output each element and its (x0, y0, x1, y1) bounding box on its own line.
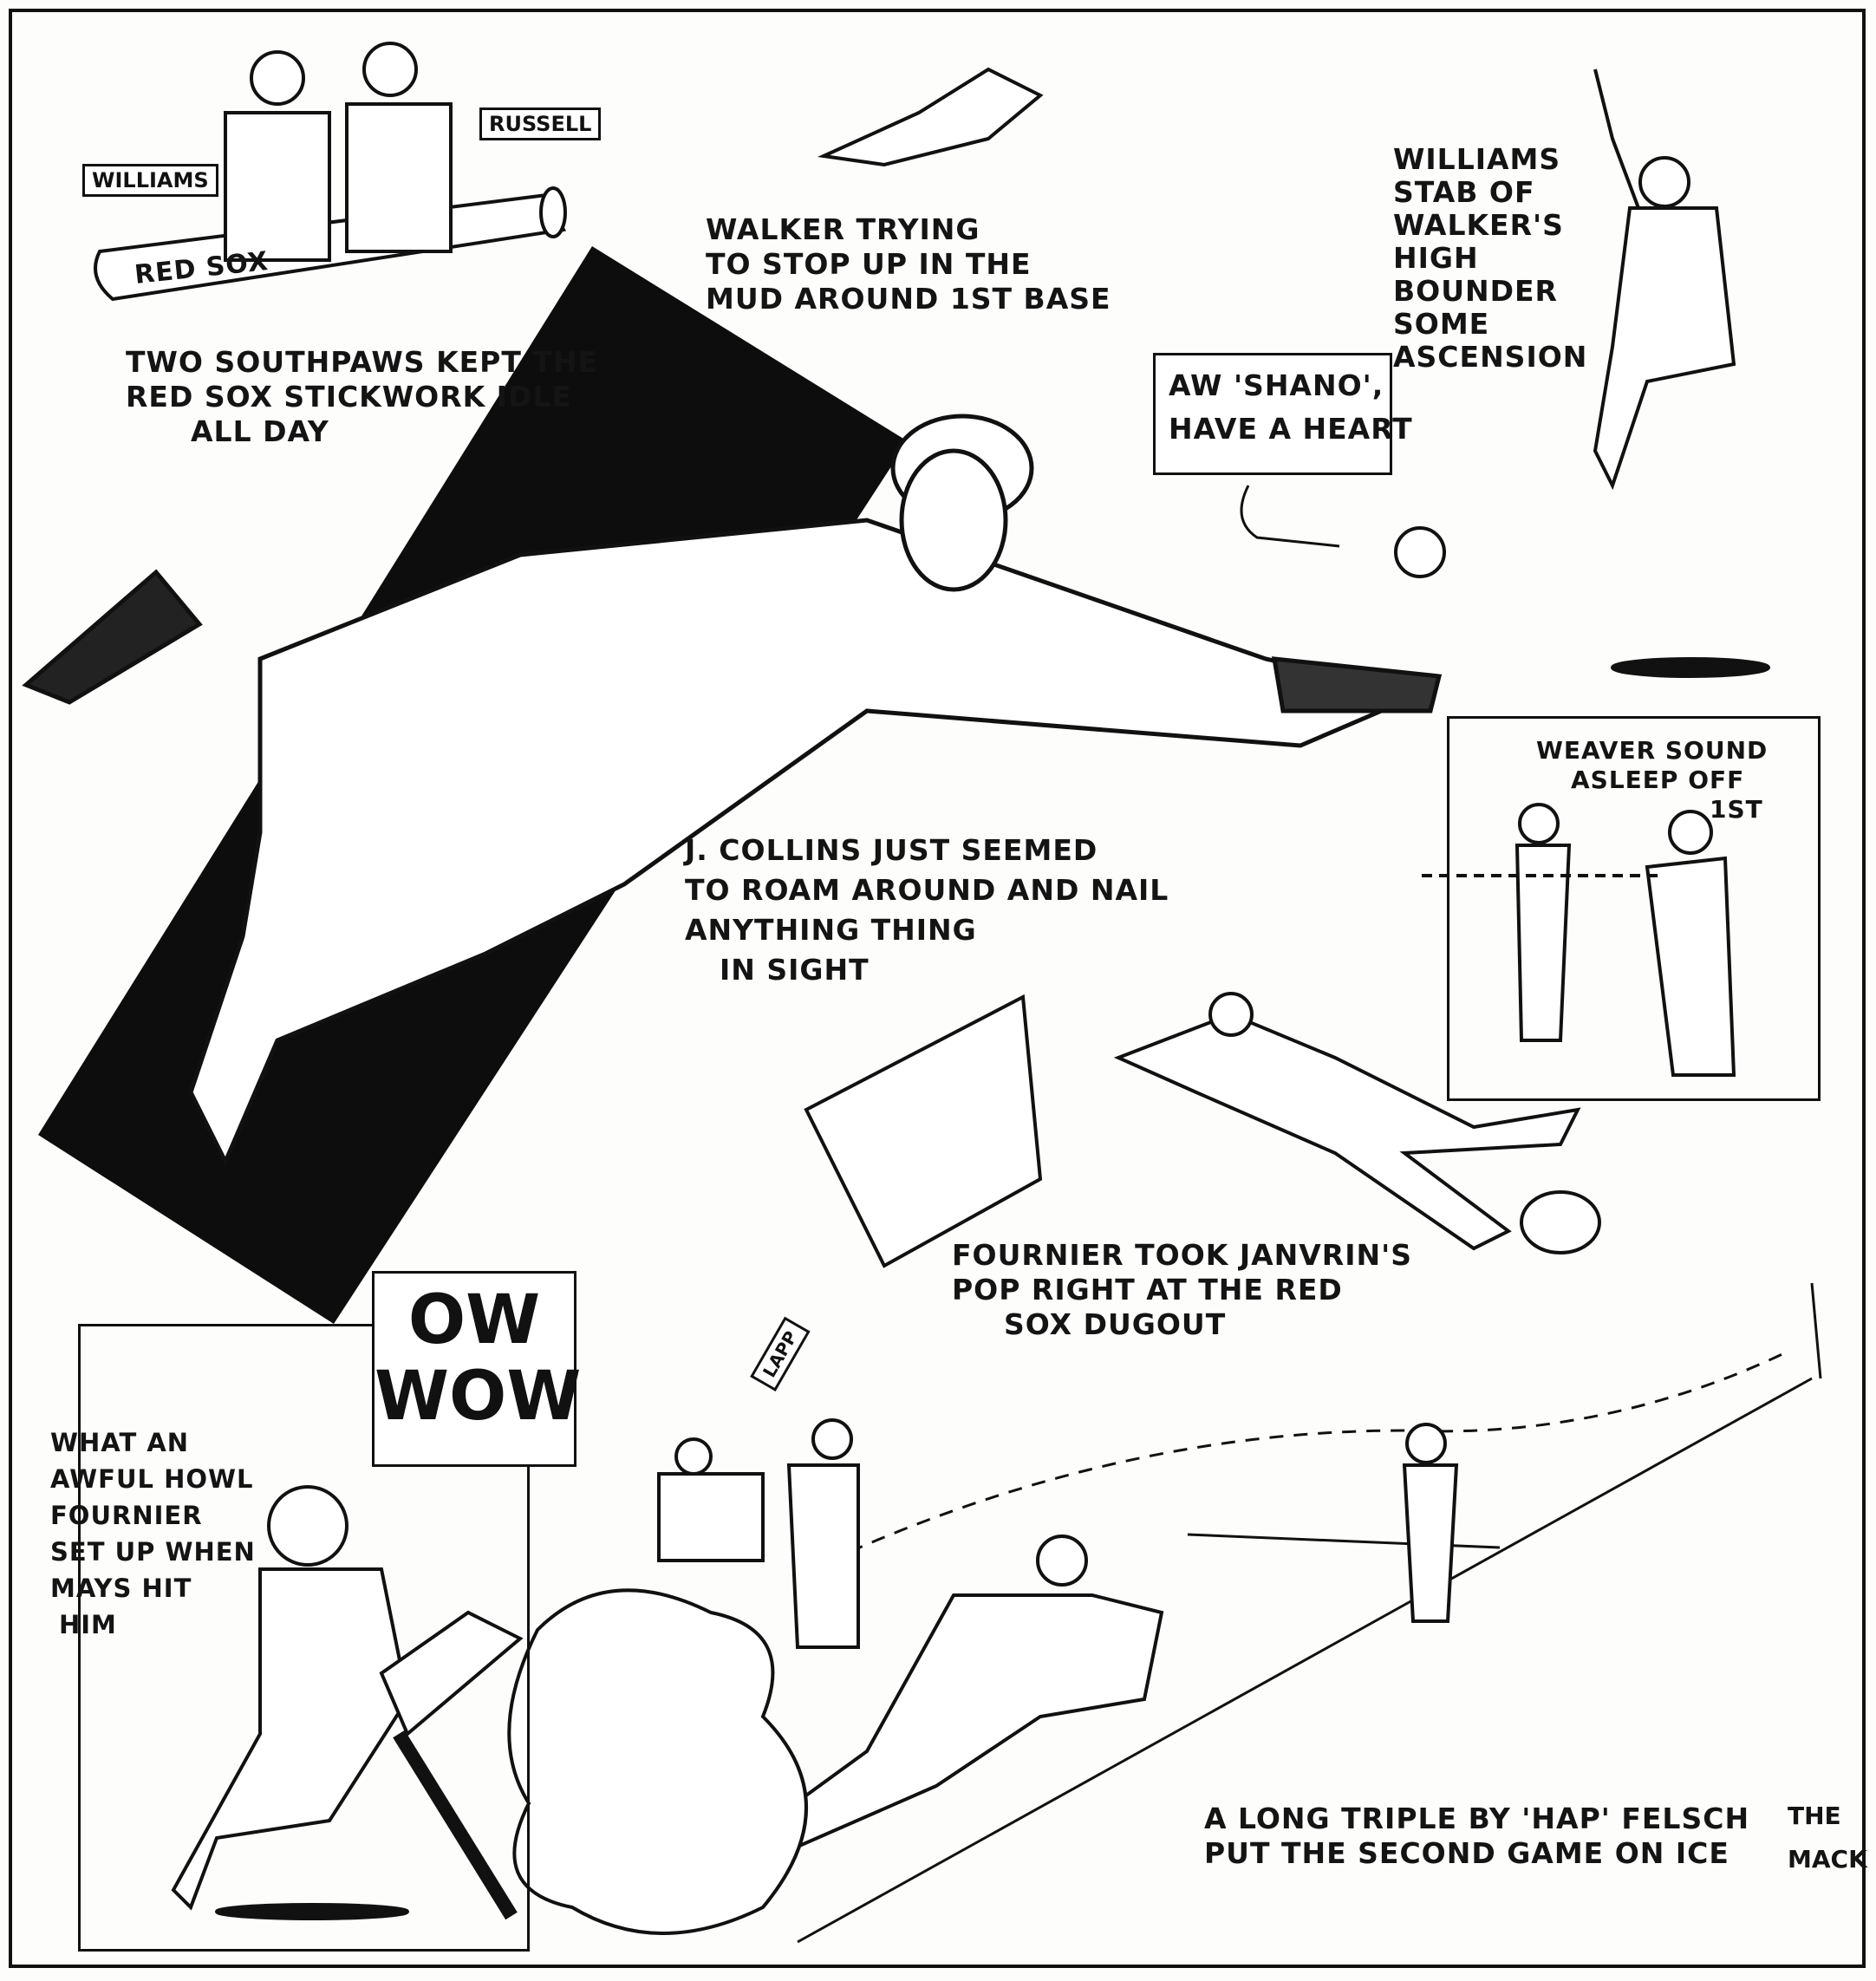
caption-line: WILLIAMS (1393, 142, 1561, 176)
caption-line: HAVE A HEART (1169, 412, 1413, 446)
caption-line: SOX DUGOUT (1004, 1307, 1227, 1341)
williams-label: WILLIAMS (82, 164, 218, 197)
russell-label: RUSSELL (479, 108, 602, 140)
caption-line: MUD AROUND 1st BASE (706, 282, 1111, 316)
caption-collins: J. COLLINS JUST SEEMED TO ROAM AROUND AND… (685, 831, 1169, 990)
caption-line: SET UP WHEN (50, 1537, 256, 1567)
caption-line: OW (407, 1281, 541, 1359)
fournier-hit-panel (78, 1324, 530, 1952)
fournier-diving (804, 992, 1601, 1268)
caption-line: ASLEEP OFF (1571, 766, 1745, 794)
fournier-hit (171, 1485, 524, 1920)
caption-line: WALKER TRYING (706, 212, 980, 246)
caption-line: WALKER'S (1393, 208, 1564, 242)
leaping-player-williams (1593, 68, 1770, 678)
caption-line: AW 'SHANO', (1169, 368, 1384, 402)
felsch-running (507, 1418, 1459, 1935)
caption-line: TWO SOUTHPAWS KEPT THE (126, 345, 599, 379)
caption-line: PUT THE SECOND GAME ON ICE (1204, 1836, 1729, 1870)
caption-line: IN SIGHT (720, 953, 870, 987)
caption-line: HIM (59, 1610, 117, 1639)
caption-line: BOUNDER (1393, 274, 1558, 308)
signature-line: MACK (1788, 1845, 1867, 1873)
caption-line: FOURNIER (50, 1501, 203, 1530)
caption-line: WOW (375, 1358, 582, 1436)
caption-line: AWFUL HOWL (50, 1464, 254, 1494)
caption-line: MAYS HIT (50, 1574, 192, 1603)
artist-signature: THE MACK (1788, 1795, 1867, 1881)
caption-line: A LONG TRIPLE BY 'HAP' FELSCH (1204, 1802, 1750, 1835)
caption-line: HIGH (1393, 241, 1479, 275)
walker-sliding (817, 67, 1044, 167)
caption-line: J. COLLINS JUST SEEMED (685, 833, 1098, 867)
red-sox-bat (94, 42, 567, 302)
caption-line: RED SOX STICKWORK IDLE (126, 380, 572, 414)
caption-line: STAB OF (1393, 175, 1535, 209)
caption-line: ALL DAY (191, 414, 329, 448)
caption-line: 1ST (1710, 795, 1763, 824)
caption-line: SOME (1393, 307, 1490, 341)
diving-player-collins (22, 414, 1443, 1167)
caption-line: POP RIGHT AT THE RED (952, 1273, 1343, 1307)
weaver-scene (1422, 803, 1736, 1077)
caption-line: TO STOP UP IN THE (706, 247, 1032, 281)
caption-line: TO ROAM AROUND AND NAIL (685, 873, 1169, 907)
caption-line: WEAVER SOUND (1536, 736, 1769, 765)
caption-howl: WHAT AN AWFUL HOWL FOURNIER SET UP WHEN MAYS… (50, 1424, 256, 1643)
signature-line: THE (1788, 1802, 1841, 1830)
shano-speech-box: AW 'SHANO', HAVE A HEART (1153, 353, 1413, 475)
caption-line: WHAT AN (50, 1428, 190, 1457)
caption-line: ANYTHING THING (685, 913, 977, 947)
caption-line: FOURNIER TOOK JANVRIN'S (952, 1238, 1412, 1272)
caption-line: ASCENSION (1393, 340, 1588, 374)
baseball (1394, 526, 1446, 578)
outer-frame (9, 9, 1866, 1968)
